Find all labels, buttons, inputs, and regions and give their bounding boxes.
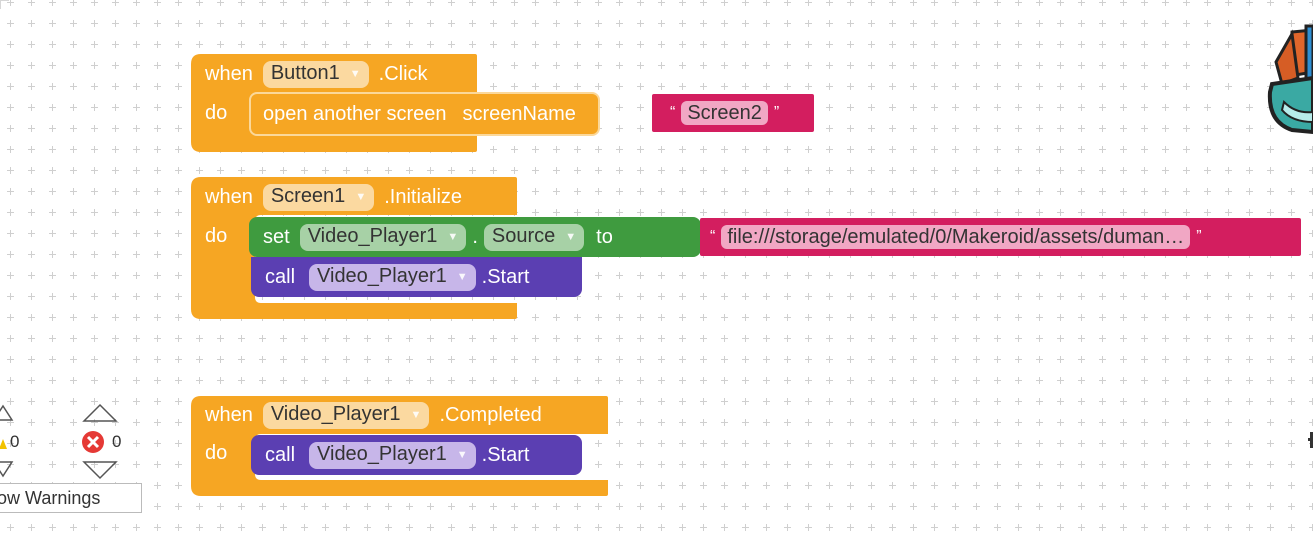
property-name: Source [491,225,556,247]
event-block-screen1-initialize[interactable]: when Screen1 ▼ .Initialize do [191,177,517,319]
chevron-down-icon: ▼ [456,448,468,461]
event-block-button1-click[interactable]: when Button1 ▼ .Click do [191,54,477,152]
show-warnings-button[interactable]: ow Warnings [0,483,142,513]
do-label: do [205,102,228,124]
when-label: when [205,185,253,208]
text-value[interactable]: file:///storage/emulated/0/Makeroid/asse… [721,225,1191,249]
call-label: call [265,265,296,288]
component-dropdown[interactable]: Video_Player1 ▼ [309,263,476,291]
trash-can-icon[interactable] [1262,22,1313,140]
component-name: Video_Player1 [307,225,438,247]
component-dropdown[interactable]: Video_Player1 ▼ [262,401,430,429]
event-block-shape [191,177,517,319]
when-label: when [205,403,253,426]
warning-icon [0,439,7,449]
warning-next-arrow-icon[interactable] [0,460,14,478]
chevron-down-icon: ▼ [565,230,577,243]
do-label: do [205,225,228,247]
open-another-screen-label: open another screen [263,102,447,125]
method-name: .Start [481,443,530,466]
show-warnings-label: ow Warnings [0,487,101,508]
close-quote-icon: ” [773,104,780,121]
component-name: Screen1 [270,185,346,207]
component-name: Video_Player1 [317,265,447,287]
text-value[interactable]: Screen2 [681,101,768,125]
set-label: set [263,225,290,248]
text-block-file-path[interactable]: “ file:///storage/emulated/0/Makeroid/as… [700,218,1301,256]
component-dropdown[interactable]: Video_Player1 ▼ [309,441,476,469]
plus-icon-stem [1310,432,1313,448]
component-name: Video_Player1 [317,443,447,465]
chevron-down-icon: ▼ [349,67,361,80]
call-start-block[interactable]: call Video_Player1 ▼ .Start [251,257,582,297]
text-block-screen2[interactable]: “ Screen2 ” [652,94,814,132]
open-quote-icon: “ [710,228,716,245]
dot-label: . [472,225,478,248]
open-another-screen-block[interactable]: open another screen screenName [249,92,600,136]
component-dropdown[interactable]: Video_Player1 ▼ [299,223,467,251]
chevron-down-icon: ▼ [355,190,367,203]
call-label: call [265,443,296,466]
component-name: Button1 [270,62,340,84]
event-block-videoplayer-completed[interactable]: when Video_Player1 ▼ .Completed do [191,396,608,496]
error-count: 0 [112,432,122,451]
method-name: .Start [481,265,530,288]
zoom-controls[interactable] [1308,432,1313,448]
chevron-down-icon: ▼ [447,230,459,243]
component-name: Video_Player1 [270,403,401,425]
component-dropdown[interactable]: Screen1 ▼ [262,183,375,211]
event-name: .Completed [439,403,542,426]
to-label: to [596,225,613,248]
component-dropdown[interactable]: Button1 ▼ [262,60,369,88]
event-name: .Click [378,62,428,85]
error-next-arrow-icon[interactable] [82,460,118,480]
set-property-block[interactable]: set Video_Player1 ▼ . Source ▼ to [249,217,701,257]
chevron-down-icon: ▼ [410,408,422,421]
call-start-block[interactable]: call Video_Player1 ▼ .Start [251,435,582,475]
error-icon [82,431,104,453]
close-quote-icon: ” [1196,228,1202,245]
chevron-down-icon: ▼ [456,270,468,283]
do-label: do [205,442,228,464]
event-block-shape [191,54,477,152]
open-quote-icon: “ [670,104,676,121]
error-prev-arrow-icon[interactable] [82,403,118,423]
warning-prev-arrow-icon[interactable] [0,404,14,422]
property-dropdown[interactable]: Source ▼ [483,223,585,251]
screen-name-param-label: screenName [462,102,576,125]
event-name: .Initialize [384,185,463,208]
when-label: when [205,62,253,85]
warning-count: 0 [10,432,20,451]
